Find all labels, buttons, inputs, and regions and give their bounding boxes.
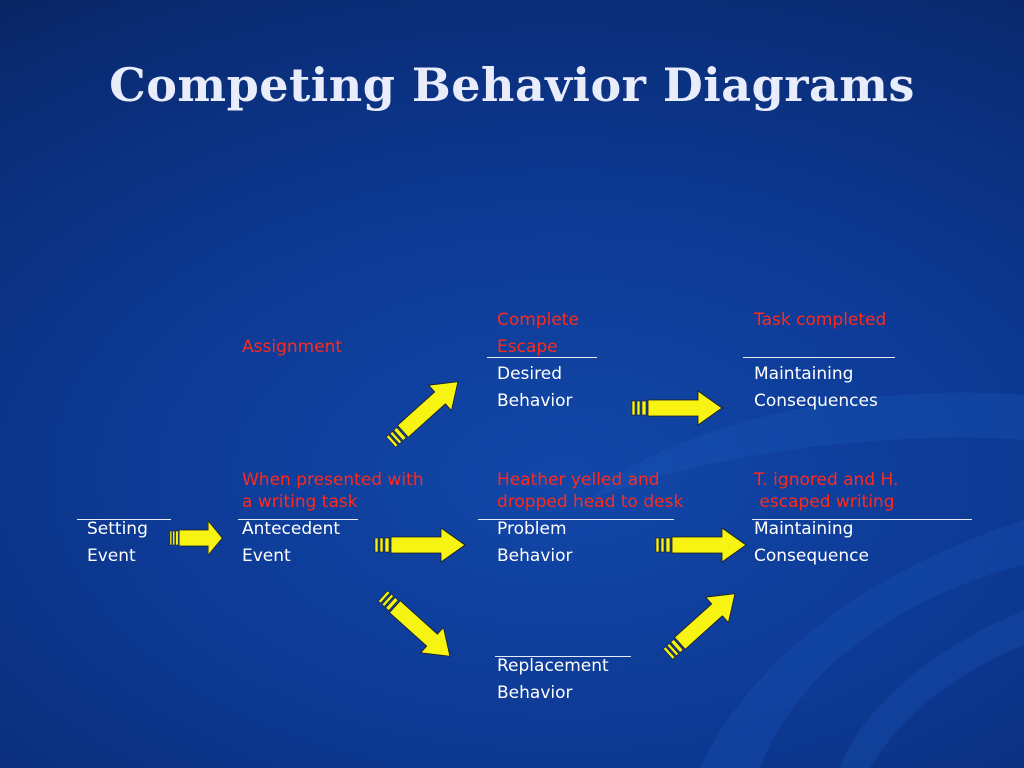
desired-behavior-example-line2: Escape (497, 337, 558, 357)
setting-event-label-line1: Setting (87, 519, 148, 539)
desired-behavior-example-line1: Complete (497, 310, 579, 330)
antecedent-label-line1: Antecedent (242, 519, 341, 539)
arrow-setting-to-antecedent-icon (169, 520, 223, 556)
desired-behavior-label-line1: Desired (497, 364, 562, 384)
desired-behavior-label-line2: Behavior (497, 391, 573, 411)
antecedent-label-line2: Event (242, 546, 291, 566)
maintaining-consequence-rule (752, 519, 972, 520)
arrow-antecedent-to-replacement-icon (371, 582, 462, 670)
setting-event-rule (77, 519, 171, 520)
problem-behavior-rule (478, 519, 674, 520)
replacement-behavior-label-line2: Behavior (497, 683, 573, 703)
maintaining-consequence-example-line2: escaped writing (754, 492, 895, 512)
arrow-desired-to-consequences-icon (631, 390, 723, 426)
maintaining-consequence-example-line1: T. ignored and H. (754, 470, 899, 490)
maintaining-consequences-top-example: Task completed (754, 310, 887, 330)
problem-behavior-label-line2: Behavior (497, 546, 573, 566)
problem-behavior-label-line1: Problem (497, 519, 567, 539)
replacement-behavior-label-line1: Replacement (497, 656, 609, 676)
maintaining-consequences-top-rule (743, 357, 895, 358)
maintaining-consequences-top-label-line2: Consequences (754, 391, 878, 411)
maintaining-consequence-label-line2: Consequence (754, 546, 869, 566)
maintaining-consequence-label-line1: Maintaining (754, 519, 854, 539)
problem-behavior-example-line1: Heather yelled and (497, 470, 660, 490)
antecedent-example-line1: When presented with (242, 470, 424, 490)
slide-title: Competing Behavior Diagrams (109, 58, 915, 112)
setting-event-label-line2: Event (87, 546, 136, 566)
arrow-antecedent-to-problem-icon (374, 527, 466, 563)
arrow-problem-to-consequence-icon (655, 527, 747, 563)
desired-behavior-rule (487, 357, 597, 358)
problem-behavior-example-line2: dropped head to desk (497, 492, 684, 512)
antecedent-rule (238, 519, 358, 520)
assignment-example: Assignment (242, 337, 343, 357)
replacement-behavior-rule (495, 656, 631, 657)
antecedent-example-line2: a writing task (242, 492, 358, 512)
arrow-replacement-to-consequence-icon (656, 580, 747, 668)
arrow-antecedent-to-desired-icon (379, 368, 470, 456)
maintaining-consequences-top-label-line1: Maintaining (754, 364, 854, 384)
